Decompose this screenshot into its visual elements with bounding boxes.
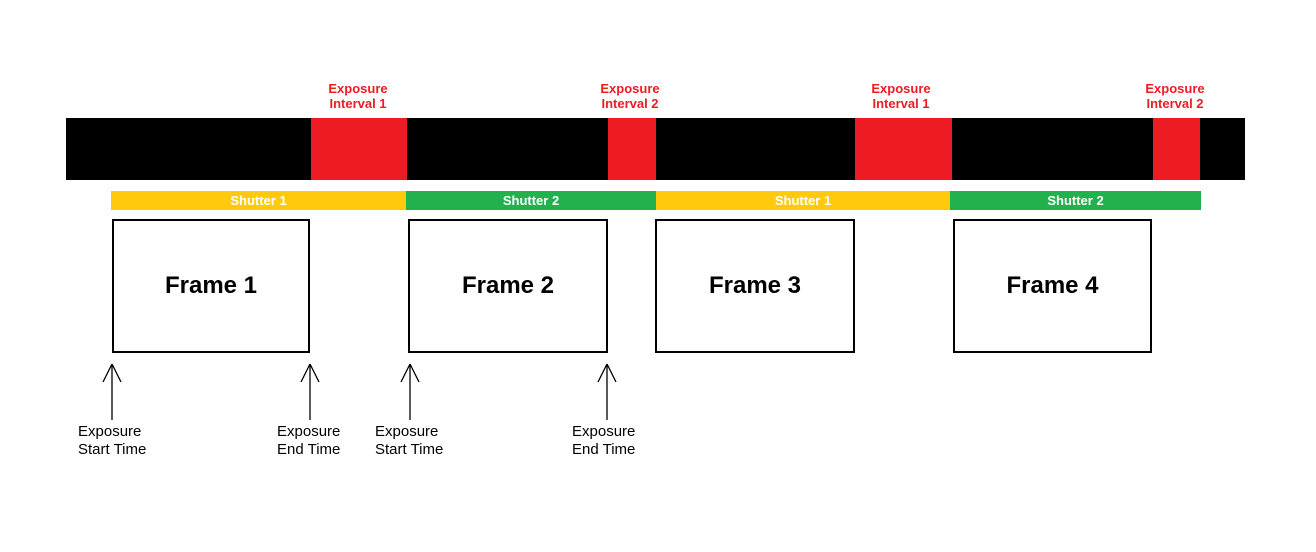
exposure-interval-label-line2: Interval 1 bbox=[872, 96, 930, 111]
exposure-interval-label-line1: Exposure bbox=[328, 81, 388, 96]
shutter-1-segment: Shutter 1 bbox=[656, 191, 950, 210]
exposure-interval-label-line2: Interval 2 bbox=[601, 96, 659, 111]
up-arrow-icon bbox=[102, 363, 122, 420]
time-label-line2: End Time bbox=[277, 441, 341, 458]
shutter-1-segment: Shutter 1 bbox=[111, 191, 406, 210]
shutter-2-segment: Shutter 2 bbox=[950, 191, 1201, 210]
frame-label: Frame 1 bbox=[164, 272, 258, 299]
exposure-interval-label-line2: Interval 1 bbox=[329, 96, 387, 111]
shutter-label: Shutter 2 bbox=[1047, 193, 1104, 208]
exposure-interval-label-line1: Exposure bbox=[871, 81, 931, 96]
time-label-line1: Exposure bbox=[375, 423, 439, 440]
frame-4-box: Frame 4 bbox=[953, 219, 1152, 353]
time-label-line1: Exposure bbox=[78, 423, 142, 440]
up-arrow-icon bbox=[597, 363, 617, 420]
shutter-label: Shutter 2 bbox=[502, 193, 560, 208]
frame-label: Frame 2 bbox=[461, 272, 555, 299]
exposure-interval-1-segment bbox=[855, 118, 952, 180]
time-label-line2: Start Time bbox=[375, 441, 444, 458]
frame-3-box: Frame 3 bbox=[655, 219, 855, 353]
shutter-2-segment: Shutter 2 bbox=[406, 191, 656, 210]
up-arrow-icon bbox=[400, 363, 420, 420]
time-label-line2: End Time bbox=[572, 441, 636, 458]
shutter-label: Shutter 1 bbox=[230, 193, 287, 208]
exposure-interval-1-segment bbox=[311, 118, 407, 180]
shutter-label: Shutter 1 bbox=[774, 193, 832, 208]
time-label-line1: Exposure bbox=[572, 423, 636, 440]
exposure-interval-2-segment bbox=[608, 118, 656, 180]
exposure-interval-label-line1: Exposure bbox=[600, 81, 660, 96]
frame-label: Frame 4 bbox=[1006, 272, 1099, 299]
frame-label: Frame 3 bbox=[708, 272, 802, 299]
exposure-interval-2-segment bbox=[1153, 118, 1200, 180]
exposure-interval-label-line1: Exposure bbox=[1145, 81, 1205, 96]
exposure-interval-label-line2: Interval 2 bbox=[1146, 96, 1204, 111]
time-label-line1: Exposure bbox=[277, 423, 341, 440]
frame-2-box: Frame 2 bbox=[408, 219, 608, 353]
time-label-line2: Start Time bbox=[78, 441, 147, 458]
frame-1-box: Frame 1 bbox=[112, 219, 310, 353]
up-arrow-icon bbox=[300, 363, 320, 420]
